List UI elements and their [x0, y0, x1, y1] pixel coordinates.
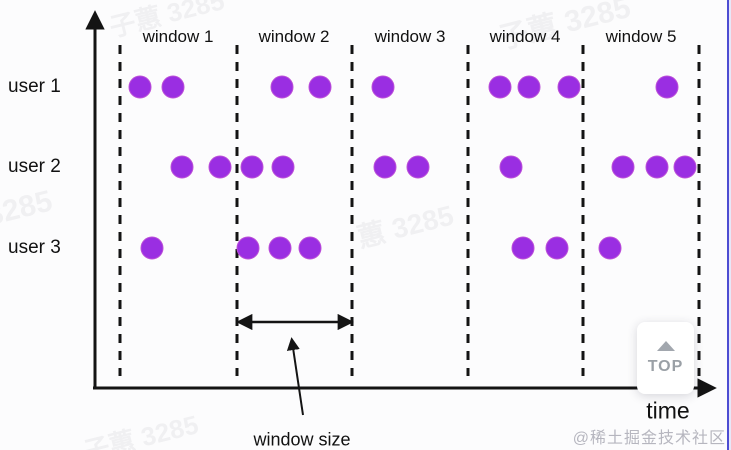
event-dot [545, 236, 569, 260]
event-dot [598, 236, 622, 260]
window-boundary-lines [118, 45, 701, 376]
event-dot [557, 75, 581, 99]
event-dot [645, 155, 669, 179]
event-dot [236, 236, 260, 260]
event-dot [655, 75, 679, 99]
event-dot [308, 75, 332, 99]
event-dot [128, 75, 152, 99]
event-dot [140, 236, 164, 260]
event-dot [268, 236, 292, 260]
event-dot [270, 75, 294, 99]
window-label-2: window 2 [258, 27, 330, 46]
event-dot [499, 155, 523, 179]
window-label-4: window 4 [489, 27, 561, 46]
page-edge-divider [727, 0, 729, 450]
event-dot [611, 155, 635, 179]
time-axis-label: time [646, 397, 690, 424]
event-dot [673, 155, 697, 179]
event-dots [128, 75, 697, 260]
window-label-1: window 1 [142, 27, 214, 46]
event-dot [170, 155, 194, 179]
event-dot [271, 155, 295, 179]
window-label-5: window 5 [605, 27, 677, 46]
user-label-1: user 1 [8, 76, 61, 97]
page-edge-strip [729, 0, 731, 450]
user-label-2: user 2 [8, 156, 61, 177]
event-dot [406, 155, 430, 179]
back-to-top-button[interactable]: TOP [637, 322, 694, 394]
user-label-3: user 3 [8, 237, 61, 258]
event-dot [517, 75, 541, 99]
event-dot [240, 155, 264, 179]
window-label-3: window 3 [374, 27, 446, 46]
event-dot [208, 155, 232, 179]
event-dot [298, 236, 322, 260]
window-size-label: window size [253, 429, 351, 450]
event-dot [161, 75, 185, 99]
window-size-pointer [286, 337, 304, 416]
back-to-top-label: TOP [647, 357, 684, 375]
event-dot [488, 75, 512, 99]
axes [85, 10, 717, 398]
up-triangle-icon [656, 340, 675, 351]
annotations [236, 313, 354, 416]
event-dot [373, 155, 397, 179]
event-dot [511, 236, 535, 260]
event-dot [371, 75, 395, 99]
community-watermark: @稀土掘金技术社区 [572, 430, 726, 447]
